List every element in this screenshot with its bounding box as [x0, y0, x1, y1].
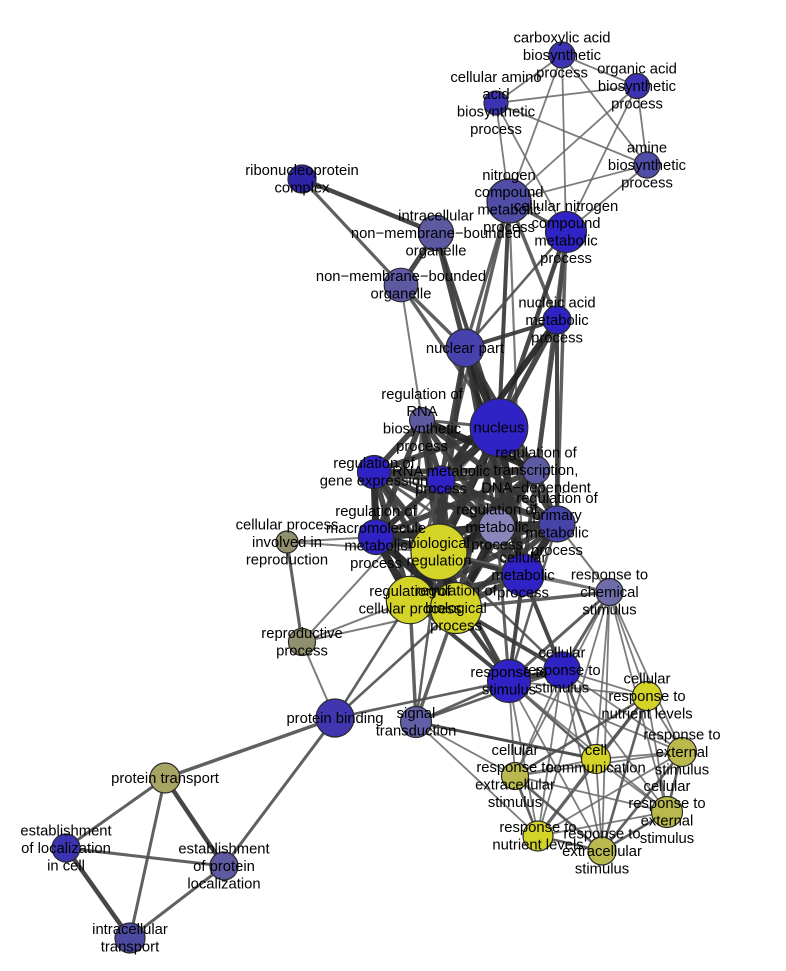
svg-text:protein binding: protein binding [286, 711, 383, 727]
svg-text:protein transport: protein transport [111, 771, 219, 787]
svg-text:nucleus: nucleus [473, 420, 524, 436]
svg-text:nuclear part: nuclear part [426, 341, 504, 357]
